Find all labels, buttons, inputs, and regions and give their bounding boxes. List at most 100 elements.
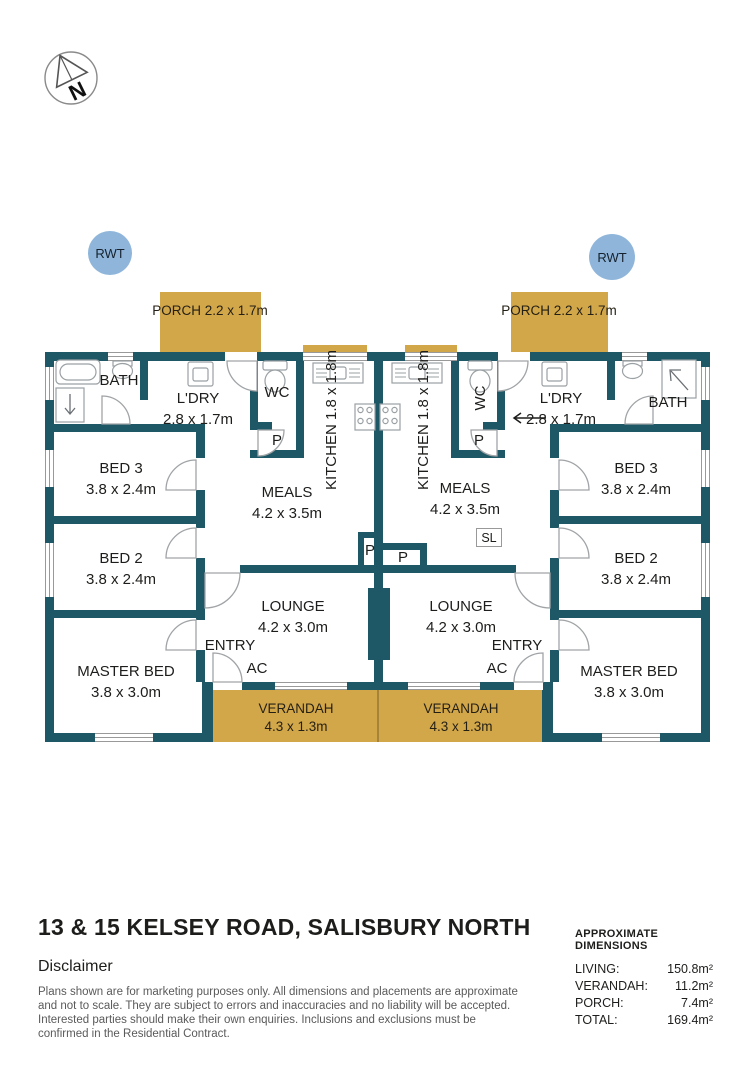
room-label-master-left: MASTER BED 3.8 x 3.0m (77, 663, 175, 701)
window (45, 367, 54, 400)
room-label-bed3-left: BED 3 3.8 x 2.4m (85, 460, 157, 498)
room-label-ldry-right: L'DRY 2.8 x 1.7m (525, 390, 597, 428)
page-title: 13 & 15 KELSEY ROAD, SALISBURY NORTH (38, 914, 531, 940)
wall (451, 361, 459, 458)
wall (483, 422, 505, 430)
door-gap (225, 352, 257, 361)
room-label-lounge-left: LOUNGE 4.2 x 3.0m (257, 598, 329, 636)
door-gap (196, 528, 205, 558)
approximate-dimensions-table: APPROXIMATE DIMENSIONS LIVING: 150.8m² V… (575, 928, 713, 1029)
wall (497, 361, 505, 430)
table-row: VERANDAH: 11.2m² (575, 978, 713, 995)
window (108, 352, 133, 361)
wall (383, 543, 427, 550)
verandah-left (213, 690, 378, 742)
wall (45, 516, 205, 524)
wall (240, 565, 374, 573)
entry-label-left: ENTRY (204, 637, 256, 654)
verandah-left-label: VERANDAH 4.3 x 1.3m (258, 701, 334, 734)
rainwater-tank-right: RWT (589, 234, 635, 280)
wall (358, 532, 364, 573)
room-label-meals-right: MEALS 4.2 x 3.5m (429, 480, 501, 518)
pantry-label-right-mid: P (397, 549, 409, 566)
sl-box: SL (476, 528, 502, 547)
row-label: PORCH: (575, 996, 624, 1010)
door-gap (550, 458, 559, 490)
door-gap (196, 458, 205, 490)
porch-left-label: PORCH 2.2 x 1.7m (152, 303, 268, 318)
row-label: VERANDAH: (575, 979, 648, 993)
wall (45, 424, 205, 432)
wall (250, 361, 258, 430)
door-gap (213, 682, 242, 690)
wall (607, 361, 615, 400)
rwt-label: RWT (597, 249, 627, 265)
table-row: TOTAL: 169.4m² (575, 1012, 713, 1029)
room-label-lounge-right: LOUNGE 4.2 x 3.0m (425, 598, 497, 636)
dimensions-table-heading: APPROXIMATE DIMENSIONS (575, 928, 659, 952)
rainwater-tank-left: RWT (88, 231, 132, 275)
rwt-label: RWT (95, 245, 125, 261)
window (45, 450, 54, 487)
wall (381, 565, 516, 573)
row-value: 150.8m² (667, 962, 713, 976)
door-gap (550, 528, 559, 558)
wall (45, 352, 710, 361)
window (405, 352, 457, 361)
room-label-bed2-right: BED 2 3.8 x 2.4m (600, 550, 672, 588)
ac-label-right: AC (486, 660, 508, 677)
wall (550, 516, 710, 524)
pantry-label-left-mid: P (364, 542, 376, 559)
wall (45, 610, 205, 618)
awning-strip (405, 345, 457, 352)
window (701, 543, 710, 597)
pantry-label-left-top: P (271, 432, 283, 449)
verandah-right-label: VERANDAH 4.3 x 1.3m (423, 701, 499, 734)
room-label-ldry-left: L'DRY 2.8 x 1.7m (162, 390, 234, 428)
porch-left (160, 292, 261, 352)
room-label-wc-right: WC (472, 385, 489, 411)
room-label-bed3-right: BED 3 3.8 x 2.4m (600, 460, 672, 498)
table-row: PORCH: 7.4m² (575, 995, 713, 1012)
porch-right-label: PORCH 2.2 x 1.7m (501, 303, 617, 318)
chimney (368, 588, 390, 660)
svg-text:N: N (65, 76, 90, 105)
door-gap (498, 352, 530, 361)
table-row: LIVING: 150.8m² (575, 961, 713, 978)
row-value: 169.4m² (667, 1013, 713, 1027)
window (701, 450, 710, 487)
row-value: 11.2m² (675, 979, 713, 993)
wall (250, 422, 272, 430)
entry-label-right: ENTRY (491, 637, 543, 654)
verandah-divider (377, 690, 379, 742)
window (275, 682, 347, 690)
window (95, 733, 153, 742)
wall (451, 450, 505, 458)
ac-label-left: AC (246, 660, 268, 677)
window (45, 543, 54, 597)
disclaimer-heading: Disclaimer (38, 958, 113, 975)
room-label-bed2-left: BED 2 3.8 x 2.4m (85, 550, 157, 588)
window (408, 682, 480, 690)
wall (420, 550, 427, 573)
wall (550, 610, 710, 618)
porch-right (511, 292, 608, 352)
row-label: LIVING: (575, 962, 620, 976)
wall (202, 682, 213, 742)
row-label: TOTAL: (575, 1013, 618, 1027)
window (303, 352, 367, 361)
wall (296, 361, 304, 458)
room-label-meals-left: MEALS 4.2 x 3.5m (251, 484, 323, 522)
wall (140, 361, 148, 400)
window (622, 352, 647, 361)
room-label-kitchen-right: KITCHEN 1.8 x 1.8m (415, 349, 432, 491)
door-gap (514, 682, 543, 690)
north-compass-icon: N (44, 51, 98, 106)
pantry-label-right-top: P (473, 432, 485, 449)
wall (358, 532, 383, 538)
window (602, 733, 660, 742)
door-gap (550, 620, 559, 650)
awning-strip (303, 345, 367, 352)
disclaimer-body: Plans shown are for marketing purposes o… (38, 986, 518, 1040)
